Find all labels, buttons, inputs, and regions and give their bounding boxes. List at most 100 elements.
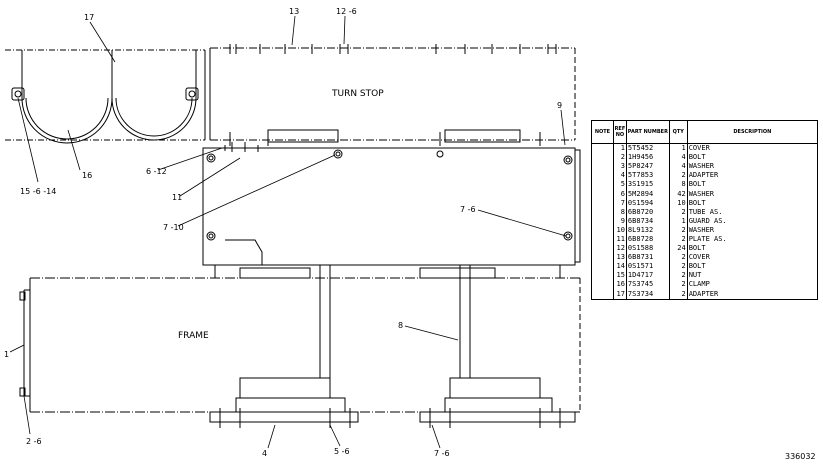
ref-no-cell: 1 bbox=[612, 143, 627, 154]
callout-7-6-guard: 7 -6 bbox=[460, 205, 476, 214]
callout-5-6: 5 -6 bbox=[334, 447, 350, 456]
part-number-cell: 6B8734 bbox=[625, 216, 670, 226]
ref-no-cell: 13 bbox=[612, 253, 627, 263]
qty-cell: 2 bbox=[668, 253, 688, 263]
part-number-cell: 1H9456 bbox=[625, 153, 670, 163]
qty-cell: 4 bbox=[668, 162, 688, 172]
qty-cell: 2 bbox=[668, 262, 688, 272]
qty-cell: 1 bbox=[668, 143, 688, 154]
note-cell bbox=[591, 180, 614, 190]
callout-7-6-frame: 7 -6 bbox=[434, 449, 450, 458]
ref-no-cell: 17 bbox=[612, 289, 627, 300]
qty-cell: 2 bbox=[668, 225, 688, 235]
part-number-cell: 3S1915 bbox=[625, 180, 670, 190]
part-number-cell: 0S1594 bbox=[625, 198, 670, 208]
part-number-cell: 6B8731 bbox=[625, 253, 670, 263]
description-cell: COVER bbox=[686, 143, 819, 154]
callout-6-12: 6 -12 bbox=[146, 167, 167, 176]
header-note: NOTE bbox=[591, 120, 614, 144]
ref-no-cell: 9 bbox=[612, 216, 627, 226]
callout-1: 1 bbox=[4, 350, 9, 359]
note-cell bbox=[591, 253, 614, 263]
note-cell bbox=[591, 234, 614, 245]
description-cell: GUARD AS. bbox=[686, 216, 819, 226]
frame-label: FRAME bbox=[178, 331, 209, 341]
note-cell bbox=[591, 225, 614, 235]
callout-2-6: 2 -6 bbox=[26, 437, 42, 446]
note-cell bbox=[591, 244, 614, 254]
ref-no-cell: 4 bbox=[612, 171, 627, 181]
description-cell: BOLT bbox=[686, 180, 819, 190]
note-cell bbox=[591, 189, 614, 199]
note-cell bbox=[591, 143, 614, 154]
callout-4: 4 bbox=[262, 449, 267, 458]
note-cell bbox=[591, 289, 614, 300]
part-number-cell: 6B8728 bbox=[625, 234, 670, 245]
ref-no-cell: 14 bbox=[612, 262, 627, 272]
parts-list-table: NOTE REF NO PART NUMBER QTY DESCRIPTION … bbox=[591, 120, 819, 300]
parts-table-header: NOTE REF NO PART NUMBER QTY DESCRIPTION bbox=[591, 120, 819, 144]
qty-cell: 10 bbox=[668, 198, 688, 208]
tube-assemblies bbox=[209, 265, 576, 428]
callout-11: 11 bbox=[172, 193, 182, 202]
note-cell bbox=[591, 207, 614, 217]
note-cell bbox=[591, 162, 614, 172]
callout-16: 16 bbox=[82, 171, 92, 180]
note-cell bbox=[591, 271, 614, 281]
turn-stop-cover bbox=[209, 44, 576, 146]
qty-cell: 1 bbox=[668, 216, 688, 226]
description-cell: BOLT bbox=[686, 244, 819, 254]
description-cell: BOLT bbox=[686, 153, 819, 163]
description-cell: WASHER bbox=[686, 162, 819, 172]
ref-no-cell: 16 bbox=[612, 280, 627, 290]
leader-lines bbox=[9, 15, 567, 449]
ref-no-cell: 2 bbox=[612, 153, 627, 163]
header-description: DESCRIPTION bbox=[686, 120, 819, 144]
ref-no-cell: 7 bbox=[612, 198, 627, 208]
qty-cell: 2 bbox=[668, 280, 688, 290]
description-cell: PLATE AS. bbox=[686, 234, 819, 245]
part-number-cell: 0S1588 bbox=[625, 244, 670, 254]
part-number-cell: 7S3734 bbox=[625, 289, 670, 300]
guard-plate bbox=[202, 142, 581, 266]
callout-8: 8 bbox=[398, 321, 403, 330]
part-number-cell: 6B8720 bbox=[625, 207, 670, 217]
description-cell: BOLT bbox=[686, 198, 819, 208]
ref-no-cell: 6 bbox=[612, 189, 627, 199]
part-number-cell: 1D4717 bbox=[625, 271, 670, 281]
qty-cell: 2 bbox=[668, 234, 688, 245]
qty-cell: 42 bbox=[668, 189, 688, 199]
ref-no-cell: 8 bbox=[612, 207, 627, 217]
qty-cell: 8 bbox=[668, 180, 688, 190]
part-number-cell: 0S1571 bbox=[625, 262, 670, 272]
header-ref-no: REF NO bbox=[612, 120, 627, 144]
ref-no-cell: 10 bbox=[612, 225, 627, 235]
callout-7-10: 7 -10 bbox=[163, 223, 184, 232]
note-cell bbox=[591, 216, 614, 226]
callout-15-6-14: 15 -6 -14 bbox=[20, 187, 56, 196]
ref-no-cell: 11 bbox=[612, 234, 627, 245]
header-part-number: PART NUMBER bbox=[625, 120, 670, 144]
description-cell: BOLT bbox=[686, 262, 819, 272]
part-number-cell: 7S3745 bbox=[625, 280, 670, 290]
callout-17: 17 bbox=[84, 13, 94, 22]
frame bbox=[19, 265, 581, 413]
callout-13: 13 bbox=[289, 7, 299, 16]
qty-cell: 2 bbox=[668, 271, 688, 281]
note-cell bbox=[591, 262, 614, 272]
part-number-cell: 5T5452 bbox=[625, 143, 670, 154]
ref-no-cell: 3 bbox=[612, 162, 627, 172]
part-number-cell: 5T7853 bbox=[625, 171, 670, 181]
